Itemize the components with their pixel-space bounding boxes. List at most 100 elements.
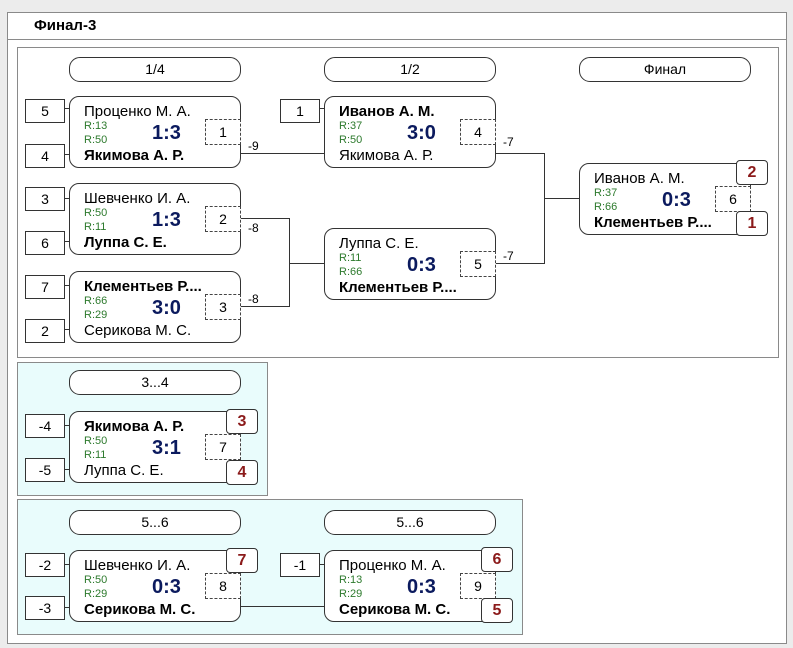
loser-label: -9: [248, 139, 259, 153]
rating: R:37: [339, 120, 363, 132]
player-name: Серикова М. С.: [84, 322, 192, 339]
round-header-fifth-a: 5...6: [69, 510, 241, 535]
player-name-winner: Луппа С. Е.: [84, 234, 167, 251]
match-number: 1: [205, 119, 241, 145]
player-name-winner: Клементьев Р....: [339, 279, 457, 296]
place-badge: 2: [736, 160, 768, 185]
seed-box: 4: [25, 144, 65, 168]
connector: [289, 263, 326, 264]
rating: R:11: [84, 449, 107, 461]
connector: [241, 153, 326, 154]
third-place-panel: 3...4 -4 -5 Якимова А. Р. R:50 R:11 3:1 …: [17, 362, 268, 496]
connector: [60, 607, 71, 608]
connector: [315, 108, 326, 109]
rating: R:29: [84, 588, 108, 600]
place-badge: 3: [226, 409, 258, 434]
seed-box: -1: [280, 553, 320, 577]
player-name: Якимова А. Р.: [339, 147, 434, 164]
match-number: 4: [460, 119, 496, 145]
rating: R:13: [339, 574, 363, 586]
match-card-final[interactable]: Иванов А. М. R:37 R:66 0:3 6 Клементьев …: [579, 163, 751, 235]
seed-box: 1: [280, 99, 320, 123]
rating: R:66: [594, 201, 618, 213]
seed-box: 7: [25, 275, 65, 299]
match-card-fifth-b[interactable]: Проценко М. А. R:13 R:29 0:3 9 Серикова …: [324, 550, 496, 622]
connector: [60, 425, 71, 426]
player-name-winner: Серикова М. С.: [339, 601, 451, 618]
round-header-third: 3...4: [69, 370, 241, 395]
seed-box: -5: [25, 458, 65, 482]
match-number: 3: [205, 294, 241, 320]
rating: R:50: [339, 134, 363, 146]
rating: R:29: [339, 588, 363, 600]
match-card-third[interactable]: Якимова А. Р. R:50 R:11 3:1 7 Луппа С. Е…: [69, 411, 241, 483]
match-card-fifth-a[interactable]: Шевченко И. А. R:50 R:29 0:3 8 Серикова …: [69, 550, 241, 622]
player-name-winner: Якимова А. Р.: [84, 147, 185, 164]
round-header-fifth-b: 5...6: [324, 510, 496, 535]
match-score: 0:3: [407, 254, 436, 276]
fifth-place-panel: 5...6 5...6 -2 -3 -1 Шевченко И. А. R:50…: [17, 499, 523, 635]
round-header-quarter: 1/4: [69, 57, 241, 82]
seed-box: 6: [25, 231, 65, 255]
connector: [60, 241, 71, 242]
match-score: 0:3: [407, 576, 436, 598]
seed-box: -3: [25, 596, 65, 620]
connector: [60, 108, 71, 109]
rating: R:37: [594, 187, 618, 199]
place-badge: 1: [736, 211, 768, 236]
place-badge: 7: [226, 548, 258, 573]
connector: [60, 198, 71, 199]
main-bracket-panel: 1/4 1/2 Финал -9 -8 -8 -7 -7 5 4 3 6 7 2…: [17, 47, 779, 358]
player-name: Иванов А. М.: [594, 170, 685, 187]
connector: [496, 263, 544, 264]
rating: R:13: [84, 120, 108, 132]
rating: R:50: [84, 574, 108, 586]
rating: R:29: [84, 309, 108, 321]
player-name: Луппа С. Е.: [339, 235, 419, 252]
loser-label: -7: [503, 135, 514, 149]
seed-box: 2: [25, 319, 65, 343]
player-name-winner: Якимова А. Р.: [84, 418, 185, 435]
player-name-winner: Клементьев Р....: [594, 214, 712, 231]
match-score: 1:3: [152, 122, 181, 144]
match-number: 5: [460, 251, 496, 277]
match-number: 7: [205, 434, 241, 460]
player-name: Проценко М. А.: [339, 557, 446, 574]
match-number: 6: [715, 186, 751, 212]
rating: R:50: [84, 134, 108, 146]
loser-label: -7: [503, 249, 514, 263]
match-card-s2[interactable]: Луппа С. Е. R:11 R:66 0:3 5 Клементьев Р…: [324, 228, 496, 300]
match-card-q2[interactable]: Шевченко И. А. R:50 R:11 1:3 2 Луппа С. …: [69, 183, 241, 255]
player-name: Проценко М. А.: [84, 103, 191, 120]
player-name: Луппа С. Е.: [84, 462, 164, 479]
rating: R:50: [84, 207, 108, 219]
connector: [241, 606, 326, 607]
match-card-q1[interactable]: Проценко М. А. R:13 R:50 1:3 1 Якимова А…: [69, 96, 241, 168]
connector: [241, 218, 289, 219]
place-badge: 6: [481, 547, 513, 572]
loser-label: -8: [248, 221, 259, 235]
connector: [496, 153, 544, 154]
match-number: 8: [205, 573, 241, 599]
connector: [60, 154, 71, 155]
match-score: 3:0: [407, 122, 436, 144]
round-header-semi: 1/2: [324, 57, 496, 82]
connector: [60, 329, 71, 330]
player-name-winner: Клементьев Р....: [84, 278, 202, 295]
seed-box: 5: [25, 99, 65, 123]
rating: R:66: [339, 266, 363, 278]
match-card-q3[interactable]: Клементьев Р.... R:66 R:29 3:0 3 Сериков…: [69, 271, 241, 343]
seed-box: 3: [25, 187, 65, 211]
match-number: 9: [460, 573, 496, 599]
player-name-winner: Серикова М. С.: [84, 601, 196, 618]
connector: [60, 564, 71, 565]
place-badge: 4: [226, 460, 258, 485]
player-name: Шевченко И. А.: [84, 190, 191, 207]
match-score: 3:0: [152, 297, 181, 319]
round-header-final: Финал: [579, 57, 751, 82]
match-number: 2: [205, 206, 241, 232]
player-name-winner: Иванов А. М.: [339, 103, 435, 120]
match-score: 3:1: [152, 437, 181, 459]
match-card-s1[interactable]: Иванов А. М. R:37 R:50 3:0 4 Якимова А. …: [324, 96, 496, 168]
rating: R:11: [84, 221, 107, 233]
